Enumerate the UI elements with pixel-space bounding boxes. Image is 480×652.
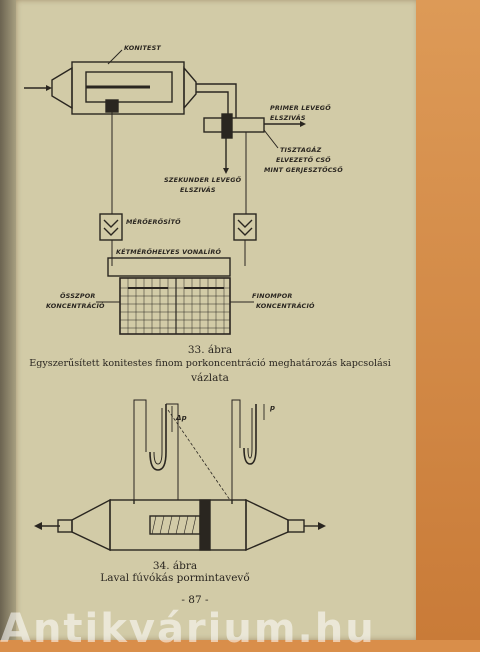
- label-szekunder-1: SZEKUNDER LEVEGŐ: [164, 176, 242, 184]
- primer-arrow: [300, 121, 306, 127]
- manometer-tube-1b: [166, 403, 179, 500]
- label-finompor-2: KONCENTRÁCIÓ: [256, 302, 315, 310]
- nozzle-hatch: [151, 515, 197, 535]
- label-tisztagaz-3: MINT GERJESZTŐCSŐ: [264, 166, 343, 174]
- recorder-chart: [119, 277, 231, 335]
- figure-33-caption-2: vázlata: [191, 372, 229, 384]
- label-osszpor-1: ÖSSZPOR: [60, 292, 96, 300]
- dashed-leader: [167, 409, 231, 501]
- sampler-outlet-stub: [287, 519, 305, 533]
- sampler-inlet-stub: [57, 519, 73, 533]
- konitest-leader: [107, 49, 123, 65]
- sensor-fine: [221, 113, 233, 139]
- page-number: - 87 -: [181, 594, 209, 606]
- watermark: Antikvárium.hu: [0, 606, 376, 652]
- label-szekunder-2: ELSZIVÁS: [180, 186, 216, 194]
- label-p: p: [270, 404, 276, 412]
- manometer-tube-2: [231, 399, 241, 500]
- figure-33-caption-1: Egyszerűsített konitestes finom porkonce…: [29, 358, 391, 369]
- previous-page-edge: [0, 0, 16, 640]
- label-dp: Δp: [176, 414, 187, 422]
- label-tisztagaz-2: ELVEZETŐ CSŐ: [276, 156, 331, 164]
- konitest-inlet-cone: [51, 66, 73, 110]
- nozzle-channel: [149, 515, 201, 535]
- amplifier-left: [99, 213, 123, 241]
- u-tube-2-inner: [247, 408, 253, 459]
- figure-34-caption: Laval fúvókás pormintavevő: [100, 572, 250, 584]
- amp-right-chevron2: [237, 227, 253, 236]
- inlet-arrowhead: [46, 85, 52, 91]
- amp-left-chevron2: [103, 227, 119, 236]
- label-finompor-1: FINOMPOR: [252, 292, 293, 300]
- u-tube-1-inner: [153, 408, 163, 465]
- tisztagaz-leader: [263, 129, 279, 149]
- label-konitest: KONITEST: [124, 44, 161, 52]
- figure-34-number: 34. ábra: [152, 560, 198, 572]
- figure-33-number: 33. ábra: [187, 344, 233, 356]
- sensor-total: [105, 99, 119, 113]
- sampler-cone-right: [245, 498, 289, 552]
- label-primer-2: ELSZIVÁS: [270, 114, 306, 122]
- amp-right-chevron1: [237, 219, 253, 228]
- table-background: [416, 0, 480, 640]
- outlet-pipe-outer: [196, 83, 237, 118]
- label-vonaliro: KÉTMÉRŐHELYES VONALÍRÓ: [116, 248, 222, 256]
- sampler-arrowhead-left: [34, 522, 42, 530]
- amp-left-chevron1: [103, 219, 119, 228]
- sampler-arrowhead-right: [318, 522, 326, 530]
- recorder-grid: [120, 278, 230, 334]
- u-tube-2: [243, 404, 257, 465]
- u-tube-1: [149, 404, 167, 471]
- t-junction: [203, 117, 265, 133]
- recorder-top: [107, 257, 231, 277]
- label-osszpor-2: KONCENTRÁCIÓ: [46, 302, 105, 310]
- konitest-outlet-cone: [183, 66, 197, 110]
- label-primer-1: PRIMER LEVEGŐ: [270, 104, 331, 112]
- outlet-pipe-inner: [196, 91, 229, 118]
- label-meroerosito: MÉRŐERŐSÍTŐ: [126, 218, 181, 226]
- signal-line-right: [240, 131, 247, 214]
- label-tisztagaz-1: TISZTAGÁZ: [280, 146, 322, 154]
- secondary-arrow: [223, 168, 229, 174]
- manometer-tube-1: [133, 399, 147, 500]
- sampler-cone-left: [71, 498, 111, 552]
- laval-nozzle-block: [199, 499, 211, 551]
